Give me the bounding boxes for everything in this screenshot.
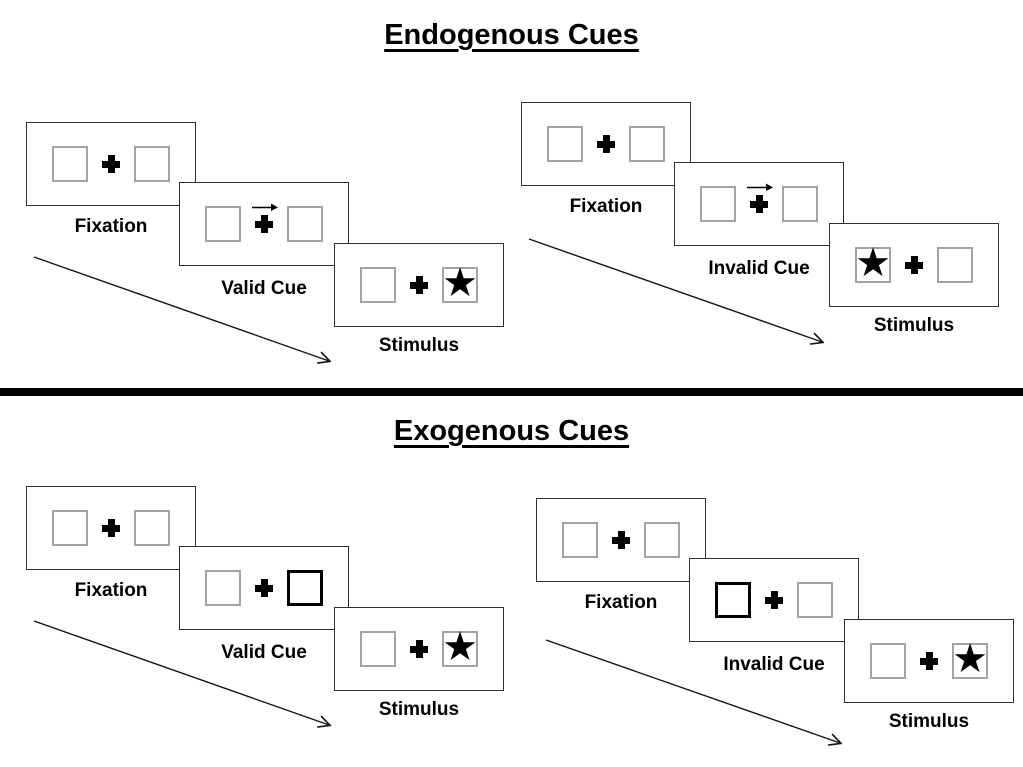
fixation-card xyxy=(536,498,706,582)
stimulus-label: Stimulus xyxy=(873,315,955,336)
stimulus-card: ★ xyxy=(844,619,1014,703)
invalid-cue-label: Invalid Cue xyxy=(723,654,825,675)
target-star-icon: ★ xyxy=(952,636,988,682)
cue-arrow-icon xyxy=(252,203,278,211)
left-placeholder-box xyxy=(52,146,88,182)
endogenous-invalid-sequence: Fixation Invalid Cue ★ Stimulus xyxy=(521,102,1003,354)
exogenous-invalid-sequence: Fixation Invalid Cue ★ Stimulus xyxy=(536,498,1018,750)
stimulus-card: ★ xyxy=(829,223,999,307)
section-divider xyxy=(0,388,1023,396)
target-star-icon: ★ xyxy=(442,624,478,670)
invalid-cue-label: Invalid Cue xyxy=(708,258,810,279)
valid-cue-label: Valid Cue xyxy=(221,278,307,299)
fixation-card xyxy=(26,486,196,570)
left-placeholder-box xyxy=(700,186,736,222)
right-placeholder-box xyxy=(134,510,170,546)
stimulus-label: Stimulus xyxy=(378,699,460,720)
exogenous-valid-sequence: Fixation Valid Cue ★ Stimulus xyxy=(26,486,508,738)
right-placeholder-box xyxy=(644,522,680,558)
exogenous-title: Exogenous Cues xyxy=(393,415,630,447)
invalid-cue-card xyxy=(674,162,844,246)
right-target-box: ★ xyxy=(952,636,988,682)
right-placeholder-box xyxy=(797,582,833,618)
left-placeholder-box xyxy=(562,522,598,558)
right-target-box: ★ xyxy=(442,624,478,670)
stimulus-card: ★ xyxy=(334,243,504,327)
left-placeholder-box xyxy=(205,570,241,606)
endogenous-valid-sequence: Fixation Valid Cue ★ Stimulus xyxy=(26,122,508,374)
right-placeholder-box xyxy=(629,126,665,162)
stimulus-label: Stimulus xyxy=(888,711,970,732)
right-placeholder-box xyxy=(937,247,973,283)
fixation-label: Fixation xyxy=(584,592,658,613)
fixation-label: Fixation xyxy=(569,196,643,217)
fixation-label: Fixation xyxy=(74,580,148,601)
cue-arrow-icon xyxy=(747,183,773,191)
left-placeholder-box xyxy=(52,510,88,546)
cue-highlight-box xyxy=(715,582,751,618)
right-placeholder-box xyxy=(287,206,323,242)
target-star-icon: ★ xyxy=(442,260,478,306)
fixation-card xyxy=(26,122,196,206)
invalid-cue-card xyxy=(689,558,859,642)
valid-cue-label: Valid Cue xyxy=(221,642,307,663)
valid-cue-card xyxy=(179,182,349,266)
fixation-label: Fixation xyxy=(74,216,148,237)
stimulus-card: ★ xyxy=(334,607,504,691)
right-placeholder-box xyxy=(782,186,818,222)
right-target-box: ★ xyxy=(442,260,478,306)
left-placeholder-box xyxy=(360,267,396,303)
fixation-card xyxy=(521,102,691,186)
target-star-icon: ★ xyxy=(855,240,891,286)
left-placeholder-box xyxy=(547,126,583,162)
right-placeholder-box xyxy=(134,146,170,182)
stimulus-label: Stimulus xyxy=(378,335,460,356)
left-placeholder-box xyxy=(360,631,396,667)
endogenous-title: Endogenous Cues xyxy=(384,19,639,51)
left-placeholder-box xyxy=(870,643,906,679)
left-placeholder-box xyxy=(205,206,241,242)
valid-cue-card xyxy=(179,546,349,630)
cue-highlight-box xyxy=(287,570,323,606)
left-target-box: ★ xyxy=(855,240,891,286)
